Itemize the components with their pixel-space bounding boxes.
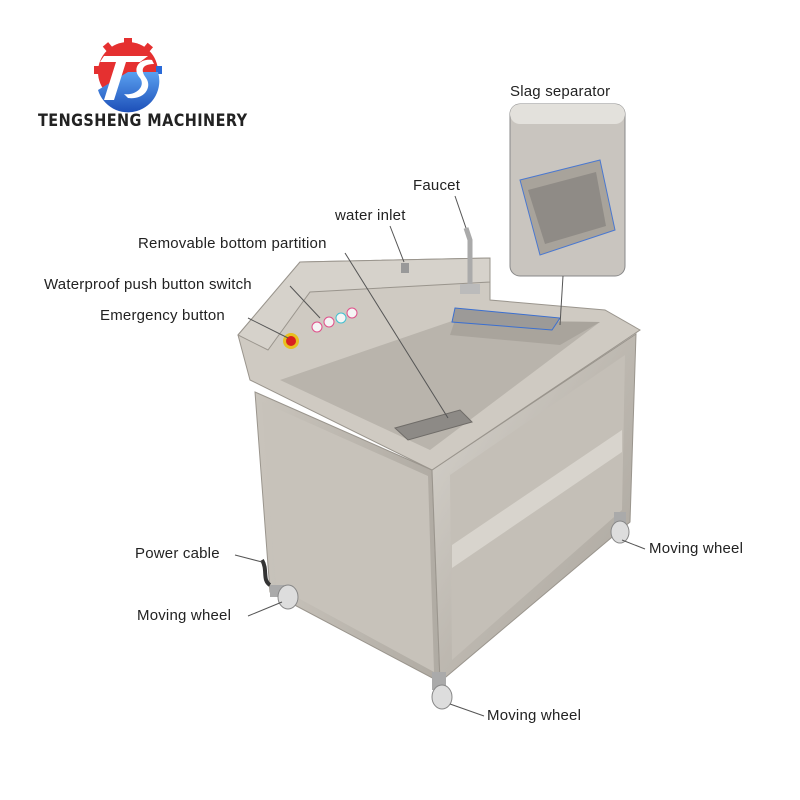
wheel-left-icon — [277, 584, 299, 610]
label-power-cable: Power cable — [135, 545, 220, 562]
label-faucet: Faucet — [413, 177, 461, 194]
wheel-right-icon — [610, 520, 630, 544]
washing-machine — [234, 103, 646, 717]
brand-name: TENGSHENG MACHINERY — [38, 111, 248, 131]
label-removable-bottom-partition: Removable bottom partition — [138, 235, 327, 252]
label-water-inlet: water inlet — [335, 207, 406, 224]
label-slag-separator: Slag separator — [510, 83, 611, 100]
label-moving-wheel-right: Moving wheel — [649, 540, 744, 557]
wheel-front-icon — [431, 684, 453, 710]
label-waterproof-push-button-switch: Waterproof push button switch — [44, 276, 252, 293]
label-moving-wheel-front: Moving wheel — [487, 707, 582, 724]
brand-logo — [94, 38, 162, 113]
label-moving-wheel-left: Moving wheel — [137, 607, 232, 624]
label-emergency-button: Emergency button — [100, 307, 225, 324]
